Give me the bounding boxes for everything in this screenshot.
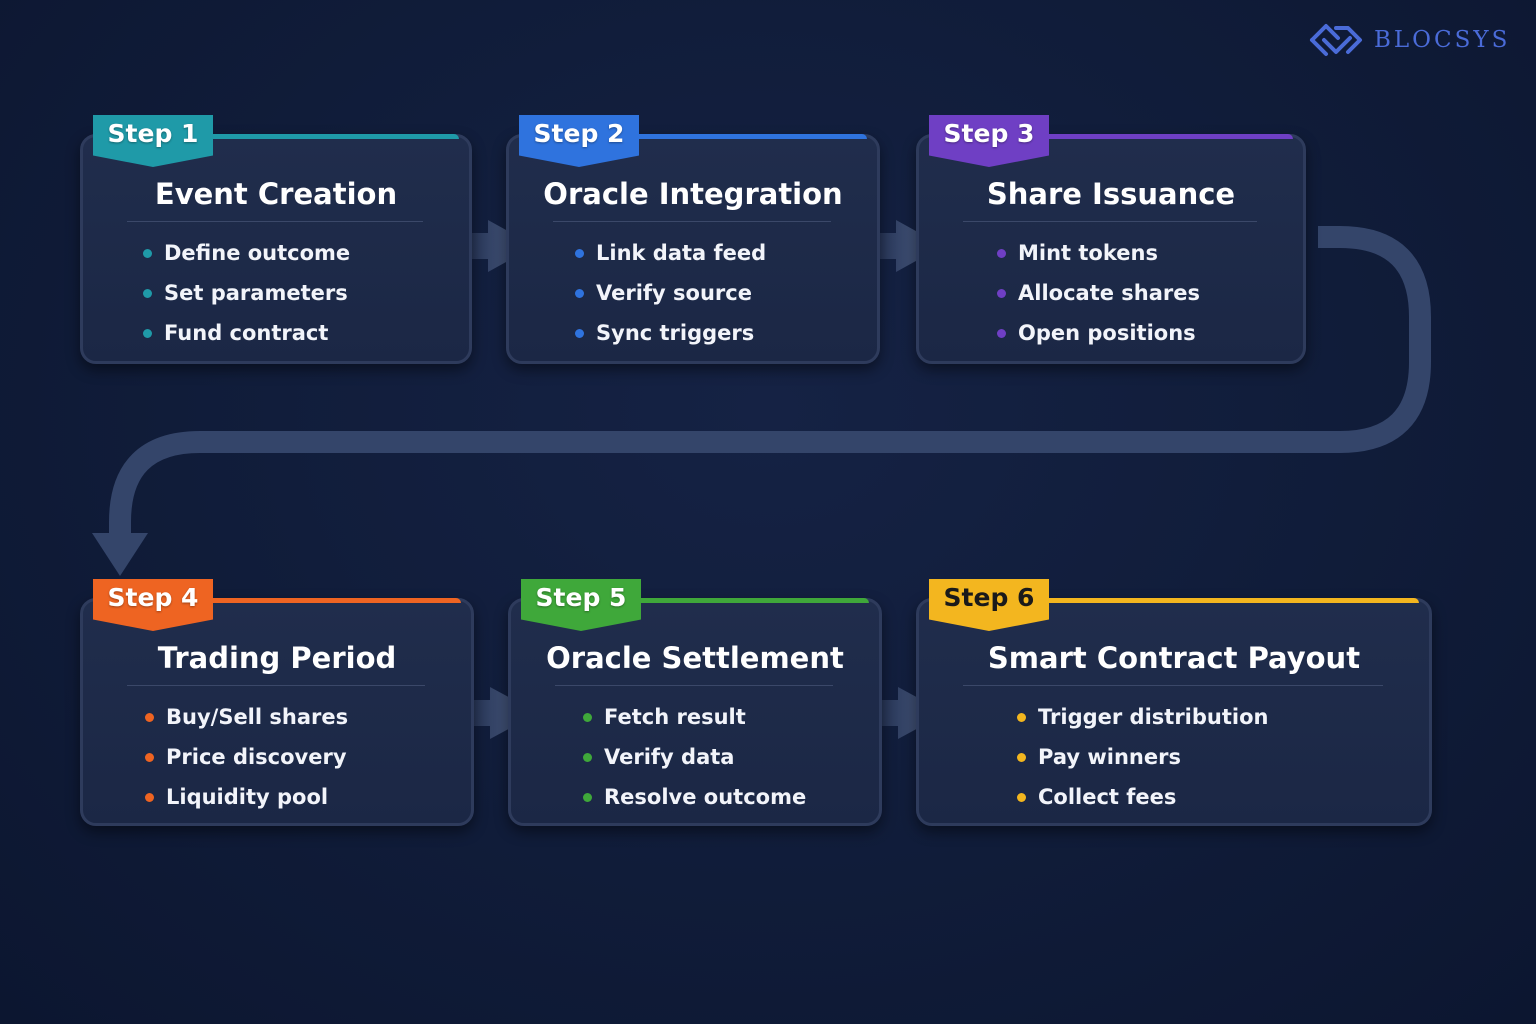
bullet-icon xyxy=(145,712,154,722)
step-items: Fetch result Verify data Resolve outcome xyxy=(583,697,806,817)
arrow-step3-to-step4 xyxy=(109,226,1431,535)
list-item: Buy/Sell shares xyxy=(145,697,348,737)
step-items: Mint tokens Allocate shares Open positio… xyxy=(997,233,1200,353)
step-accent-line xyxy=(621,598,869,603)
list-item: Fetch result xyxy=(583,697,806,737)
list-item: Mint tokens xyxy=(997,233,1200,273)
item-label: Fetch result xyxy=(604,705,746,729)
item-label: Buy/Sell shares xyxy=(166,705,349,729)
list-item: Verify data xyxy=(583,737,806,777)
divider xyxy=(963,221,1257,222)
bullet-icon xyxy=(143,248,152,258)
list-item: Verify source xyxy=(575,273,766,313)
list-item: Pay winners xyxy=(1017,737,1268,777)
step-title: Oracle Integration xyxy=(543,177,843,211)
bullet-icon xyxy=(997,248,1006,258)
item-label: Collect fees xyxy=(1038,785,1177,809)
step-title: Trading Period xyxy=(157,641,397,675)
step-badge: Step 3 xyxy=(929,115,1049,167)
bullet-icon xyxy=(575,288,584,298)
diamond-link-logo-icon xyxy=(1310,24,1362,56)
step-card-1: Step 1 Event Creation Define outcome Set… xyxy=(80,115,472,364)
step-card-3: Step 3 Share Issuance Mint tokens Alloca… xyxy=(916,115,1306,364)
divider xyxy=(553,221,831,222)
item-label: Verify source xyxy=(596,281,752,305)
bullet-icon xyxy=(1017,712,1026,722)
step-accent-line xyxy=(193,134,459,139)
step-accent-line xyxy=(193,598,461,603)
list-item: Liquidity pool xyxy=(145,777,348,817)
item-label: Price discovery xyxy=(166,745,347,769)
bullet-icon xyxy=(143,328,152,338)
list-item: Collect fees xyxy=(1017,777,1268,817)
step-badge: Step 6 xyxy=(929,579,1049,631)
step-items: Link data feed Verify source Sync trigge… xyxy=(575,233,766,353)
bullet-icon xyxy=(1017,752,1026,762)
bullet-icon xyxy=(145,792,154,802)
list-item: Trigger distribution xyxy=(1017,697,1268,737)
item-label: Trigger distribution xyxy=(1038,705,1269,729)
list-item: Link data feed xyxy=(575,233,766,273)
bullet-icon xyxy=(143,288,152,298)
step-card-6: Step 6 Smart Contract Payout Trigger dis… xyxy=(916,579,1432,826)
step-accent-line xyxy=(619,134,867,139)
bullet-icon xyxy=(583,792,592,802)
item-label: Sync triggers xyxy=(596,321,755,345)
item-label: Resolve outcome xyxy=(604,785,807,809)
bullet-icon xyxy=(997,328,1006,338)
step-title: Share Issuance xyxy=(986,177,1236,211)
step-title: Oracle Settlement xyxy=(546,641,844,675)
step-items: Trigger distribution Pay winners Collect… xyxy=(1017,697,1268,817)
list-item: Resolve outcome xyxy=(583,777,806,817)
bullet-icon xyxy=(997,288,1006,298)
step-title: Smart Contract Payout xyxy=(987,641,1361,675)
item-label: Allocate shares xyxy=(1018,281,1201,305)
bullet-icon xyxy=(583,712,592,722)
bullet-icon xyxy=(575,248,584,258)
bullet-icon xyxy=(575,328,584,338)
step-accent-line xyxy=(1029,134,1293,139)
item-label: Open positions xyxy=(1018,321,1196,345)
list-item: Sync triggers xyxy=(575,313,766,353)
item-label: Liquidity pool xyxy=(166,785,329,809)
list-item: Price discovery xyxy=(145,737,348,777)
item-label: Fund contract xyxy=(164,321,329,345)
brand-logo: BLOCSYS xyxy=(1308,18,1510,62)
item-label: Define outcome xyxy=(164,241,351,265)
divider xyxy=(127,221,423,222)
list-item: Allocate shares xyxy=(997,273,1200,313)
item-label: Mint tokens xyxy=(1018,241,1158,265)
list-item: Fund contract xyxy=(143,313,350,353)
step-card-5: Step 5 Oracle Settlement Fetch result Ve… xyxy=(508,579,882,826)
divider xyxy=(555,685,833,686)
list-item: Open positions xyxy=(997,313,1200,353)
divider xyxy=(127,685,425,686)
step-badge: Step 1 xyxy=(93,115,213,167)
item-label: Pay winners xyxy=(1038,745,1181,769)
divider xyxy=(963,685,1383,686)
list-item: Set parameters xyxy=(143,273,350,313)
step-accent-line xyxy=(1029,598,1419,603)
step-title: Event Creation xyxy=(154,177,398,211)
item-label: Set parameters xyxy=(164,281,348,305)
bullet-icon xyxy=(1017,792,1026,802)
brand-name: BLOCSYS xyxy=(1374,27,1511,53)
step-badge: Step 2 xyxy=(519,115,639,167)
item-label: Link data feed xyxy=(596,241,767,265)
step-card-2: Step 2 Oracle Integration Link data feed… xyxy=(506,115,880,364)
step-items: Define outcome Set parameters Fund contr… xyxy=(143,233,350,353)
step-badge: Step 5 xyxy=(521,579,641,631)
list-item: Define outcome xyxy=(143,233,350,273)
item-label: Verify data xyxy=(604,745,735,769)
step-badge: Step 4 xyxy=(93,579,213,631)
bullet-icon xyxy=(145,752,154,762)
bullet-icon xyxy=(583,752,592,762)
step-card-4: Step 4 Trading Period Buy/Sell shares Pr… xyxy=(80,579,474,826)
step-items: Buy/Sell shares Price discovery Liquidit… xyxy=(145,697,348,817)
